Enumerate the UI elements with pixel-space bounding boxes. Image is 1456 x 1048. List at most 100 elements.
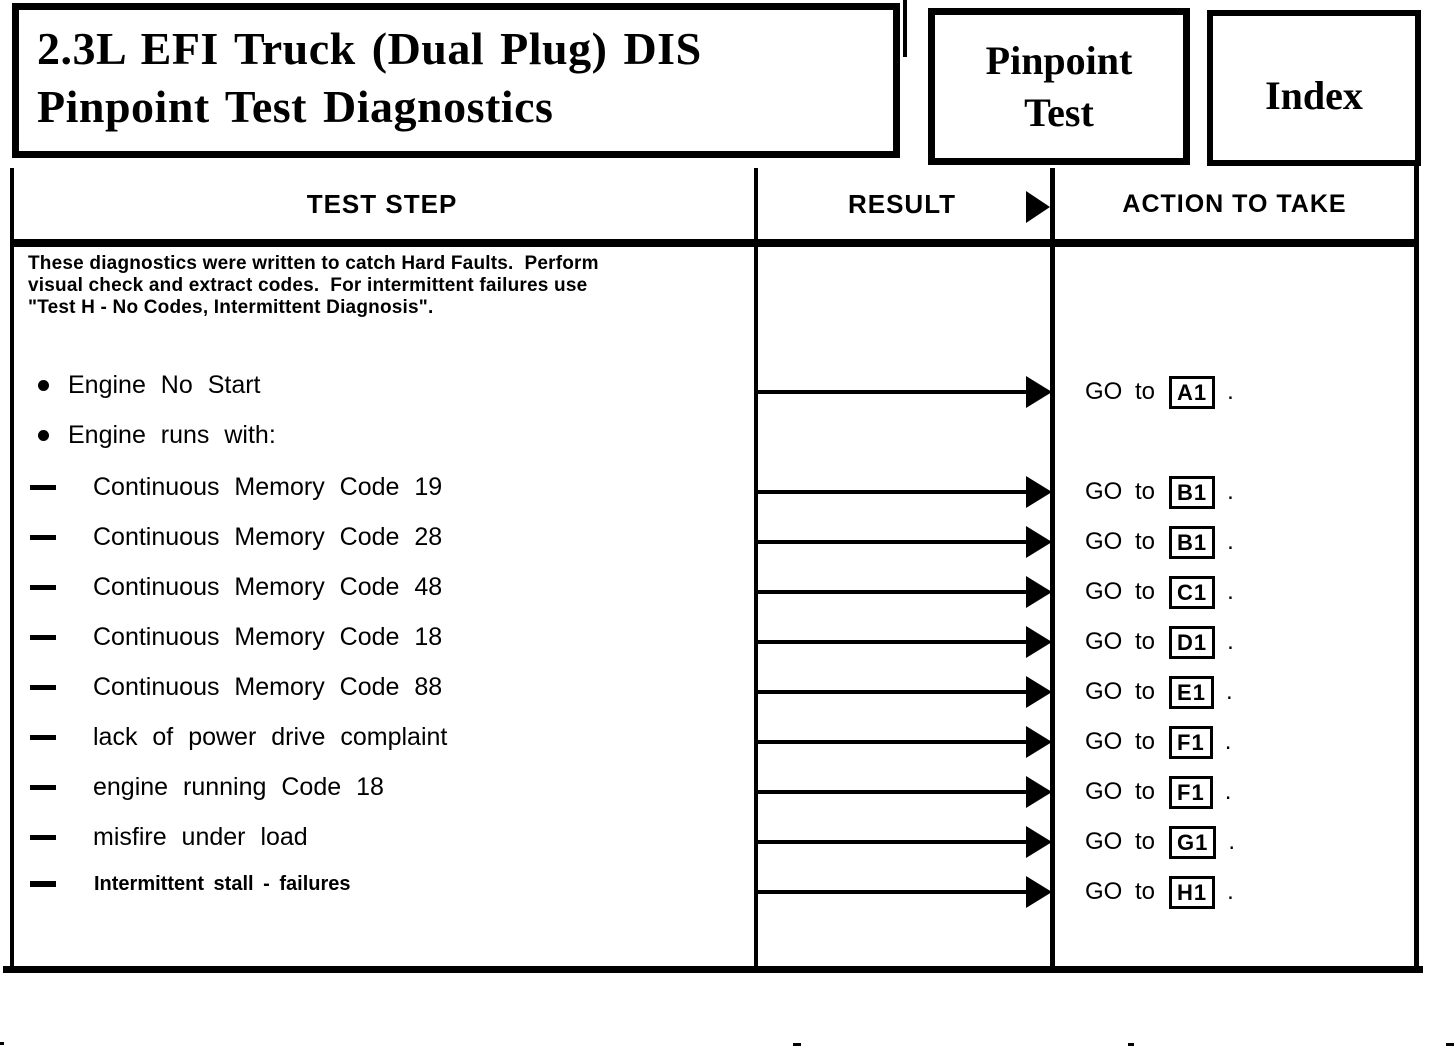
scan-artifact	[793, 1043, 801, 1046]
index-button[interactable]: Index	[1207, 10, 1421, 166]
action-code-box: H1	[1169, 875, 1216, 909]
result-arrow-icon	[1026, 191, 1050, 223]
action-suffix: .	[1227, 628, 1234, 655]
dash-icon	[30, 784, 56, 790]
action-suffix: .	[1228, 828, 1236, 855]
step-code-88: Continuous Memory Code 88	[30, 672, 442, 702]
step-label: Continuous Memory Code 88	[93, 672, 443, 701]
bullet-icon	[38, 379, 49, 391]
step-misfire-under-load: misfire under load	[30, 822, 308, 852]
table-bottom-border	[3, 966, 1423, 973]
action-suffix: .	[1227, 878, 1234, 905]
arrow-shaft	[756, 740, 1030, 744]
action-suffix: .	[1227, 528, 1234, 555]
arrow-shaft	[756, 590, 1030, 594]
action-code-box: B1	[1169, 475, 1216, 509]
action-code-box: A1	[1169, 375, 1216, 409]
result-arrow	[756, 626, 1052, 658]
action-go-to-h1: GO to H1 .	[1085, 875, 1234, 909]
arrow-head-icon	[1026, 676, 1052, 708]
action-prefix: GO to	[1085, 878, 1156, 905]
action-suffix: .	[1227, 378, 1234, 405]
dash-icon	[30, 634, 56, 640]
arrow-head-icon	[1026, 376, 1052, 408]
scan-artifact	[1446, 1043, 1454, 1046]
action-go-to-b1: GO to B1 .	[1085, 475, 1234, 509]
header-separator-line	[10, 239, 1419, 247]
action-go-to-e1: GO to E1 .	[1085, 675, 1233, 709]
scan-artifact	[1128, 1043, 1134, 1046]
step-engine-runs-with: Engine runs with:	[38, 420, 276, 450]
page-title: 2.3L EFI Truck (Dual Plug) DIS Pinpoint …	[37, 20, 702, 136]
action-go-to-a1: GO to A1 .	[1085, 375, 1234, 409]
action-code-box: B1	[1169, 525, 1216, 559]
bullet-icon	[38, 429, 49, 441]
action-code-box: D1	[1169, 625, 1216, 659]
page-title-line-2: Pinpoint Test Diagnostics	[37, 81, 554, 132]
arrow-head-icon	[1026, 526, 1052, 558]
intro-paragraph: These diagnostics were written to catch …	[28, 253, 599, 319]
index-label: Index	[1265, 72, 1363, 118]
dash-icon	[30, 484, 56, 490]
action-code-box: F1	[1169, 775, 1213, 809]
dash-icon	[30, 584, 56, 590]
action-code-box: G1	[1169, 825, 1217, 859]
table-left-border	[10, 168, 14, 972]
step-label: Engine runs with:	[68, 420, 276, 449]
arrow-shaft	[756, 890, 1030, 894]
step-label: Engine No Start	[68, 370, 261, 399]
action-prefix: GO to	[1085, 578, 1156, 605]
table-right-border	[1414, 163, 1419, 972]
arrow-head-icon	[1026, 576, 1052, 608]
action-prefix: GO to	[1085, 378, 1156, 405]
page-title-box: 2.3L EFI Truck (Dual Plug) DIS Pinpoint …	[12, 3, 900, 158]
arrow-shaft	[756, 790, 1030, 794]
column-header-result: RESULT	[847, 188, 957, 219]
step-label: misfire under load	[93, 822, 308, 851]
scan-artifact	[903, 0, 907, 57]
action-go-to-f1: GO to F1 .	[1085, 725, 1231, 759]
arrow-head-icon	[1026, 626, 1052, 658]
arrow-shaft	[756, 840, 1030, 844]
result-arrow	[756, 776, 1052, 808]
result-arrow	[756, 476, 1052, 508]
scan-artifact	[0, 1042, 4, 1045]
intro-line: These diagnostics were written to catch …	[28, 253, 599, 274]
action-prefix: GO to	[1085, 528, 1156, 555]
result-arrow	[756, 876, 1052, 908]
action-prefix: GO to	[1085, 778, 1156, 805]
arrow-head-icon	[1026, 776, 1052, 808]
action-go-to-d1: GO to D1 .	[1085, 625, 1234, 659]
step-label: Continuous Memory Code 28	[93, 522, 443, 551]
arrow-head-icon	[1026, 476, 1052, 508]
arrow-head-icon	[1026, 876, 1052, 908]
pinpoint-test-button[interactable]: Pinpoint Test	[928, 8, 1190, 165]
step-label: lack of power drive complaint	[93, 722, 448, 751]
step-intermittent-stall: Intermittent stall - failures	[30, 869, 351, 899]
action-go-to-c1: GO to C1 .	[1085, 575, 1234, 609]
action-suffix: .	[1227, 578, 1234, 605]
page-title-line-1: 2.3L EFI Truck (Dual Plug) DIS	[37, 23, 702, 74]
action-suffix: .	[1224, 778, 1232, 805]
action-go-to-b1: GO to B1 .	[1085, 525, 1234, 559]
arrow-shaft	[756, 540, 1030, 544]
step-code-48: Continuous Memory Code 48	[30, 572, 442, 602]
action-prefix: GO to	[1085, 728, 1156, 755]
action-suffix: .	[1225, 678, 1233, 705]
result-arrow	[756, 726, 1052, 758]
pinpoint-test-label-line-2: Test	[1024, 89, 1094, 135]
arrow-head-icon	[1026, 826, 1052, 858]
action-suffix: .	[1224, 728, 1232, 755]
column-divider-2	[1050, 168, 1055, 972]
step-lack-of-power: lack of power drive complaint	[30, 722, 447, 752]
action-suffix: .	[1227, 478, 1234, 505]
action-code-box: C1	[1169, 575, 1216, 609]
result-arrow	[756, 826, 1052, 858]
action-go-to-f1: GO to F1 .	[1085, 775, 1231, 809]
action-prefix: GO to	[1085, 628, 1156, 655]
arrow-head-icon	[1026, 726, 1052, 758]
dash-icon	[30, 534, 56, 540]
result-arrow	[756, 376, 1052, 408]
step-label: Continuous Memory Code 19	[93, 472, 443, 501]
